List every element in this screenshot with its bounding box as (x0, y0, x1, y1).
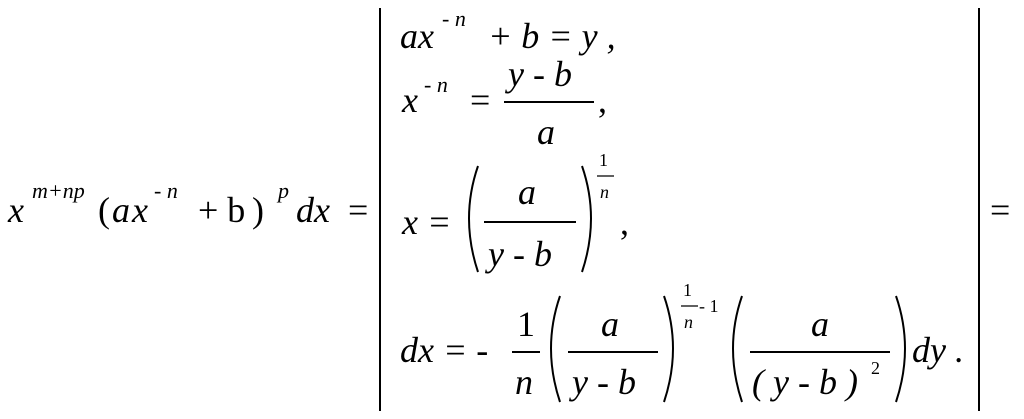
line3-right-paren (581, 165, 592, 273)
line4-f1-left-paren (550, 295, 561, 403)
line4-exp-denominator: n (684, 312, 693, 332)
lhs-x-exponent: m+np (32, 178, 85, 203)
substitution-line-3: x = a y - b 1 n , (401, 150, 629, 274)
substitution-line-1: ax - n + b = y , (400, 6, 616, 56)
lhs-x2-exponent: - n (154, 178, 178, 203)
lhs-right-paren: ) (252, 190, 264, 230)
lhs-x: x (7, 190, 24, 230)
line2-comma: , (598, 80, 607, 120)
line4-f2-denominator: ( y - b ) (752, 362, 858, 402)
substitution-line-2: x - n = y - b a , (401, 54, 607, 152)
lhs-left-paren: ( (98, 190, 110, 230)
line4-f1-denominator: y - b (569, 362, 636, 402)
line2-exponent: - n (424, 72, 448, 97)
line4-f1-numerator: a (601, 304, 619, 344)
lhs-p-exponent: p (276, 178, 289, 203)
line3-exp-numerator: 1 (599, 150, 608, 170)
line4-coef-denominator: n (515, 362, 533, 402)
line2-denominator: a (537, 112, 555, 152)
line3-exp-denominator: n (600, 182, 609, 202)
line1-rest: + b = y , (488, 16, 616, 56)
lhs-dx: dx (296, 190, 330, 230)
line3-comma: , (620, 202, 629, 242)
line3-left-paren (468, 165, 479, 273)
line4-exp-numerator: 1 (683, 280, 692, 300)
line2-x: x (401, 80, 418, 120)
lhs-equals: = (348, 190, 368, 230)
substitution-line-4: dx = - 1 n a y - b 1 n - 1 a ( y - b ) 2… (400, 280, 964, 403)
line2-numerator: y - b (505, 54, 572, 94)
line4-f1-right-paren (663, 295, 674, 403)
line3-lhs: x = (401, 202, 451, 242)
line1-ax: ax (400, 16, 434, 56)
line3-numerator: a (518, 172, 536, 212)
line4-lhs: dx = - (400, 330, 488, 370)
line4-f2-right-paren (895, 295, 906, 403)
line4-coef-numerator: 1 (517, 304, 535, 344)
line3-denominator: y - b (485, 234, 552, 274)
lhs-a: a (112, 190, 130, 230)
lhs-x2: x (131, 190, 148, 230)
line4-f2-den-exponent: 2 (871, 358, 880, 378)
line1-exponent: - n (442, 6, 466, 31)
lhs-expression: x m+np ( a x - n + b ) p dx = (7, 178, 368, 230)
lhs-plus-b: + b (198, 190, 245, 230)
line4-f2-numerator: a (811, 304, 829, 344)
trailing-equals: = (990, 190, 1010, 230)
line4-tail: dy . (912, 330, 964, 370)
line4-exp-tail: - 1 (699, 296, 719, 316)
line2-equals: = (470, 80, 490, 120)
line4-f2-left-paren (732, 295, 743, 403)
